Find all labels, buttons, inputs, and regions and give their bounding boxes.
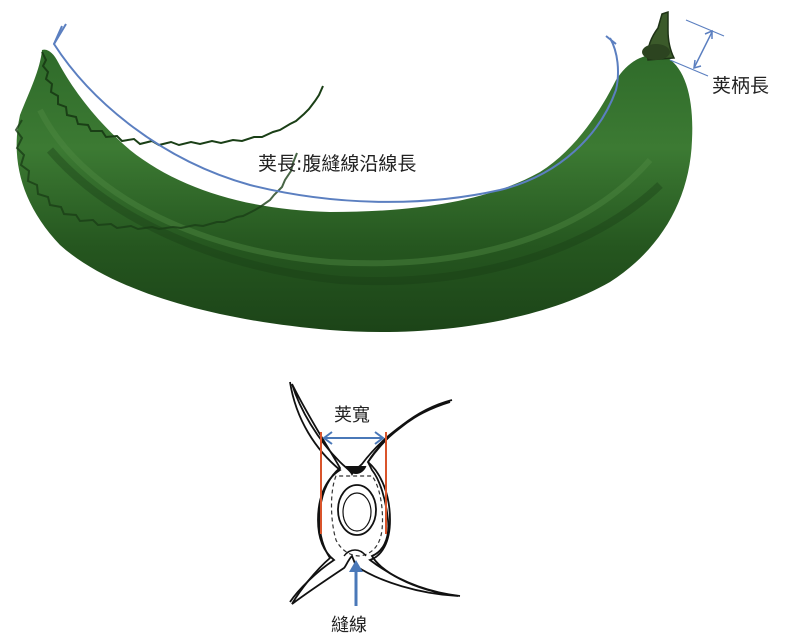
pod-stem-base [642,44,670,60]
cross-section-outline [292,384,458,604]
pod-cross-section [290,382,460,606]
pod-length-label: 荚長:腹縫線沿線長 [258,149,416,176]
bracket-end-right [606,36,616,44]
seed-inner [343,493,371,531]
bracket-end-left [54,24,66,44]
pod-width-label: 荚寬 [334,401,370,427]
suture-bottom-notch [344,550,366,556]
pedicel-length-label: 荚柄長 [712,71,769,98]
suture-top-notch [346,466,366,474]
pedicel-length-arrow [670,20,724,76]
suture-arrow-head [349,560,363,572]
suture-label: 縫線 [331,611,367,637]
